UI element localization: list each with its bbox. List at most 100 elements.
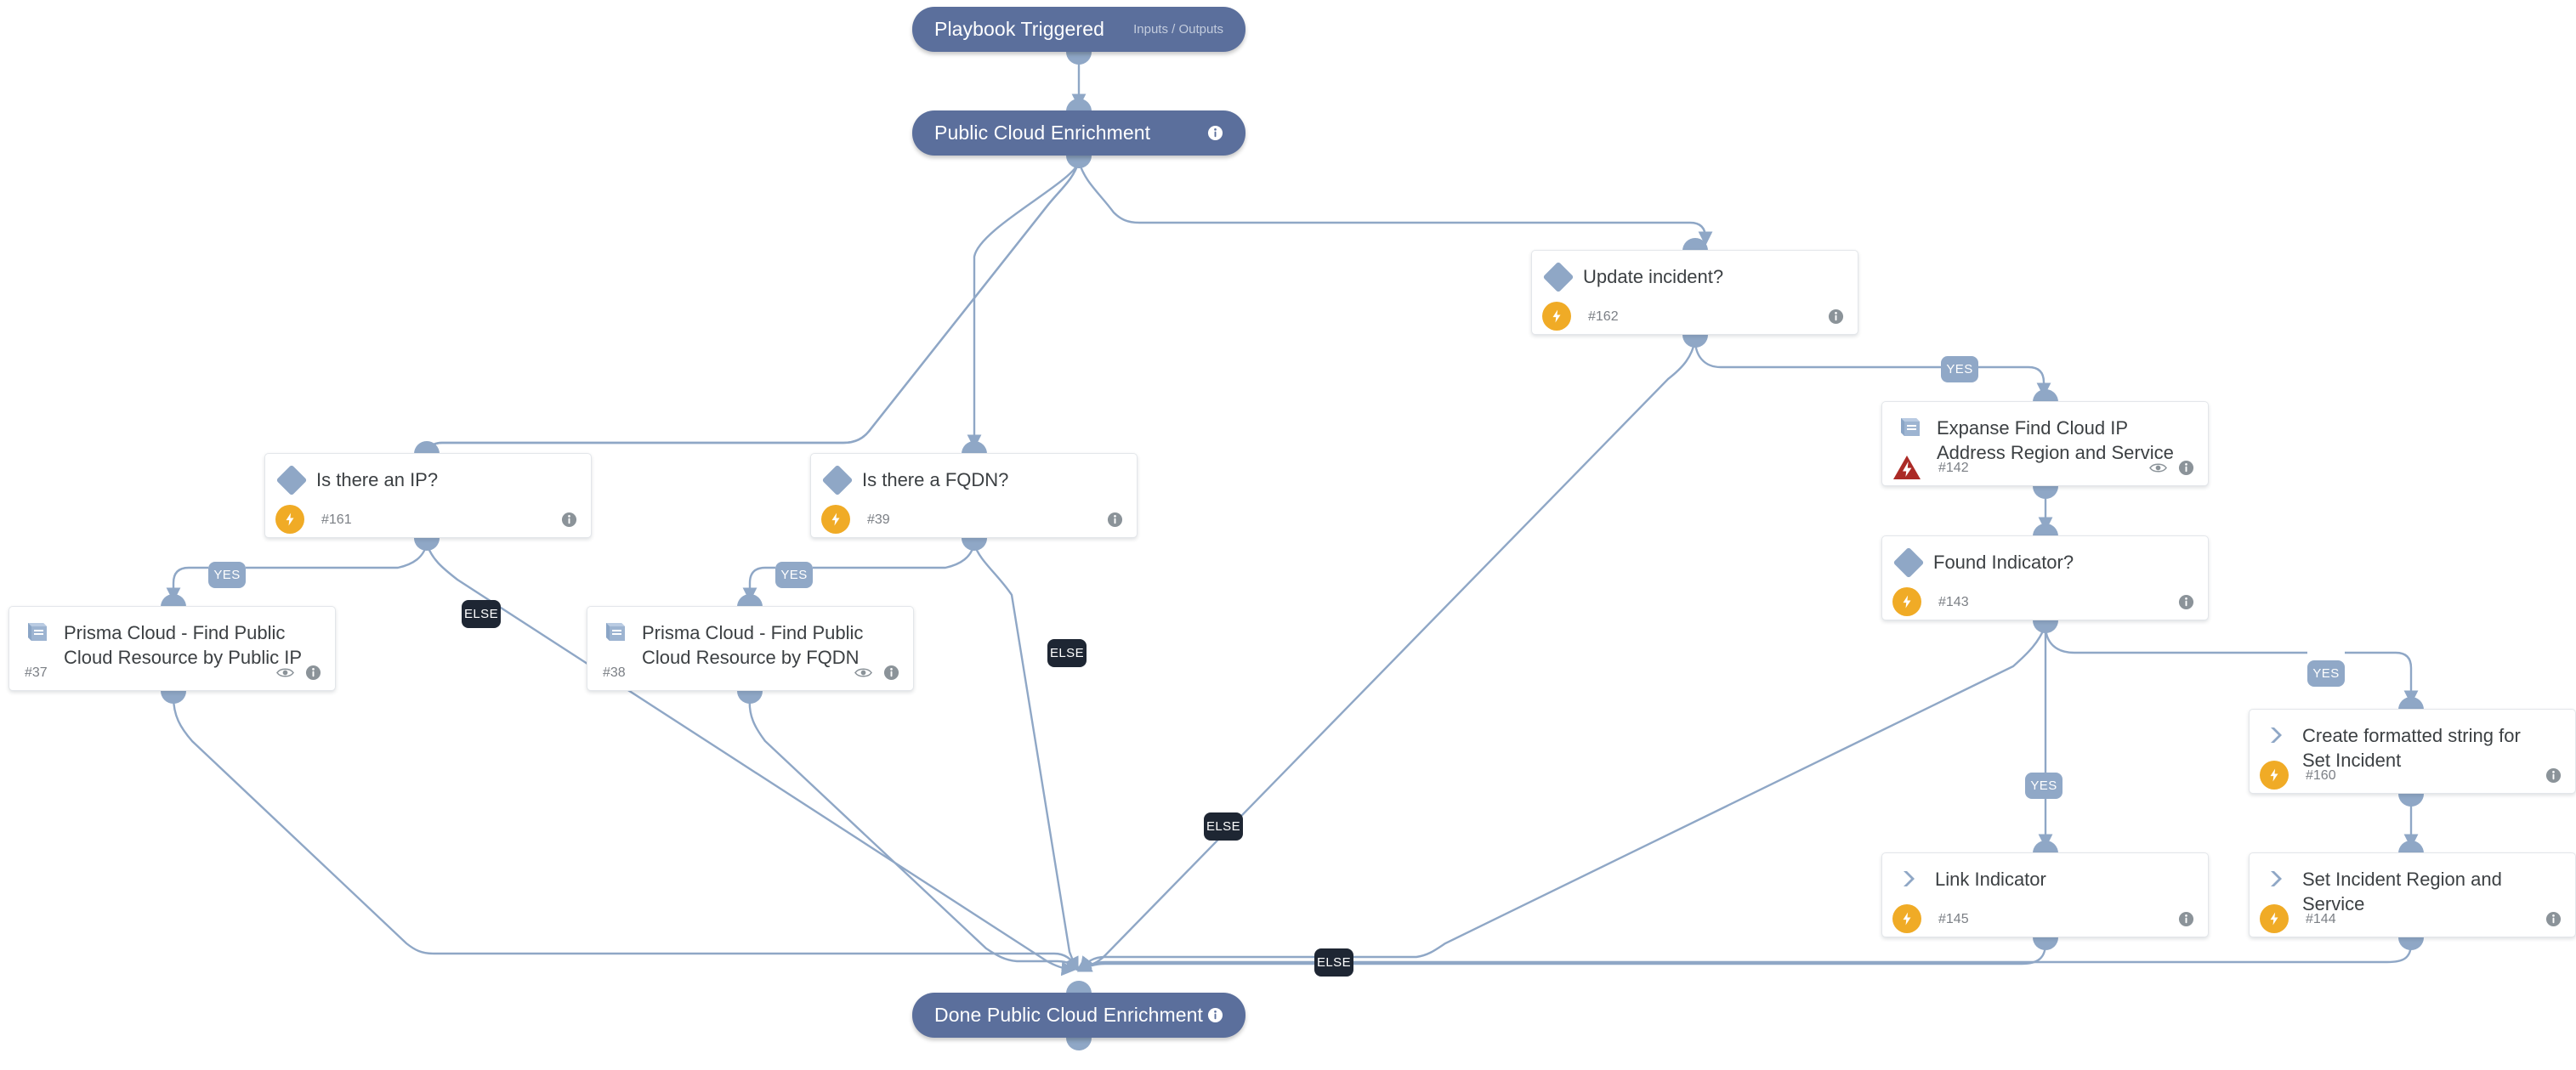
- connector-knob-out: [962, 538, 987, 551]
- card-head: Prisma Cloud - Find Public Cloud Resourc…: [25, 619, 320, 670]
- node-create-formatted-string[interactable]: Create formatted string for Set Incident…: [2249, 709, 2576, 794]
- edge-label-else-found-indicator[interactable]: ELSE: [1314, 948, 1353, 977]
- automation-bolt-icon: [1892, 904, 1921, 933]
- automation-bolt-warning-icon: [1892, 454, 1922, 482]
- node-title: Is there a FQDN?: [862, 469, 1009, 490]
- node-expanse-find-cloud-ip[interactable]: Expanse Find Cloud IP Address Region and…: [1881, 401, 2209, 486]
- node-title: Set Incident Region and Service: [2302, 869, 2502, 915]
- card-footer: #161: [281, 512, 577, 528]
- card-head: Found Indicator?: [1892, 546, 2193, 579]
- info-icon[interactable]: [883, 665, 899, 681]
- automation-bolt-icon: [2260, 761, 2289, 790]
- connector-knob-in: [1066, 99, 1092, 111]
- eye-icon[interactable]: [2149, 461, 2167, 474]
- condition-diamond-icon: [1892, 546, 1925, 579]
- card-footer: #37: [25, 665, 321, 681]
- inputs-outputs-label[interactable]: Inputs / Outputs: [1133, 22, 1223, 37]
- info-icon[interactable]: [1207, 125, 1223, 141]
- node-title: Prisma Cloud - Find Public Cloud Resourc…: [64, 622, 303, 669]
- info-icon[interactable]: [305, 665, 321, 681]
- chevron-right-icon: [2265, 723, 2289, 747]
- node-meta: Inputs / Outputs: [1133, 22, 1223, 37]
- card-body: Link Indicator #145: [1882, 853, 2208, 937]
- footer-icons: [276, 665, 321, 681]
- node-title: Expanse Find Cloud IP Address Region and…: [1937, 417, 2174, 464]
- edge-label-yes-is-there-a-fqdn[interactable]: YES: [775, 562, 813, 588]
- info-icon[interactable]: [1107, 512, 1123, 528]
- connector-knob-in: [414, 441, 440, 454]
- card-body: Update incident? #162: [1532, 251, 1858, 334]
- card-head: Is there a FQDN?: [821, 464, 1121, 496]
- card-body: Prisma Cloud - Find Public Cloud Resourc…: [587, 607, 913, 690]
- node-playbook-triggered[interactable]: Playbook Triggered Inputs / Outputs: [912, 7, 1245, 52]
- node-title: Link Indicator: [1935, 869, 2046, 890]
- automation-bolt-icon: [821, 505, 850, 534]
- info-icon[interactable]: [2178, 594, 2194, 610]
- node-title: Public Cloud Enrichment: [934, 122, 1151, 144]
- info-icon[interactable]: [2178, 911, 2194, 927]
- edge-label-yes-update-incident[interactable]: YES: [1941, 356, 1978, 382]
- condition-diamond-icon: [275, 464, 308, 496]
- connector-knob-in: [2398, 697, 2424, 710]
- edge-label-else-is-there-an-ip[interactable]: ELSE: [462, 600, 501, 628]
- node-is-there-a-fqdn[interactable]: Is there a FQDN? #39: [810, 453, 1138, 538]
- task-id: #145: [1938, 911, 1969, 926]
- footer-icons: [1828, 309, 1844, 325]
- node-found-indicator[interactable]: Found Indicator? #143: [1881, 535, 2209, 620]
- eye-icon[interactable]: [854, 666, 872, 679]
- connector-knob-in: [962, 441, 987, 454]
- playbook-book-icon: [603, 620, 628, 644]
- connector-knob-in: [2398, 841, 2424, 853]
- connector-knob-in: [2033, 524, 2058, 536]
- node-title: Is there an IP?: [316, 469, 439, 490]
- footer-icons: [2545, 911, 2562, 927]
- edge-label-yes-found-indicator-create-string[interactable]: YES: [2307, 660, 2345, 687]
- edge-label-yes-is-there-an-ip[interactable]: YES: [208, 562, 246, 588]
- info-icon[interactable]: [2545, 911, 2562, 927]
- node-meta: [1207, 125, 1223, 141]
- node-is-there-an-ip[interactable]: Is there an IP? #161: [264, 453, 592, 538]
- card-head: Set Incident Region and Service: [2265, 865, 2560, 916]
- card-footer: #162: [1547, 309, 1844, 325]
- task-id: #142: [1938, 460, 1969, 475]
- info-icon[interactable]: [1828, 309, 1844, 325]
- info-icon[interactable]: [561, 512, 577, 528]
- node-public-cloud-enrichment[interactable]: Public Cloud Enrichment: [912, 110, 1245, 156]
- node-update-incident[interactable]: Update incident? #162: [1531, 250, 1858, 335]
- card-footer: #38: [603, 665, 899, 681]
- node-set-incident-region-and-service[interactable]: Set Incident Region and Service #144: [2249, 852, 2576, 937]
- card-footer: #39: [826, 512, 1123, 528]
- node-title: Prisma Cloud - Find Public Cloud Resourc…: [642, 622, 864, 669]
- node-link-indicator[interactable]: Link Indicator #145: [1881, 852, 2209, 937]
- node-prisma-cloud-find-by-public-ip[interactable]: Prisma Cloud - Find Public Cloud Resourc…: [9, 606, 336, 691]
- connector-knob-in: [1682, 238, 1708, 251]
- chevron-right-icon: [2265, 867, 2289, 891]
- info-icon[interactable]: [1207, 1007, 1223, 1023]
- info-icon[interactable]: [2178, 460, 2194, 476]
- card-body: Is there a FQDN? #39: [811, 454, 1137, 537]
- edge-label-else-update-incident[interactable]: ELSE: [1204, 812, 1243, 841]
- card-body: Create formatted string for Set Incident…: [2250, 710, 2575, 793]
- automation-bolt-icon: [275, 505, 304, 534]
- connector-knob-in: [737, 594, 763, 607]
- task-id: #143: [1938, 594, 1969, 609]
- connector-knob-in: [161, 594, 186, 607]
- connector-knob-out: [2398, 794, 2424, 807]
- task-id: #161: [321, 512, 352, 527]
- playbook-book-icon: [1898, 416, 1923, 439]
- chevron-right-icon: [1898, 867, 1921, 891]
- connector-knob-out: [2033, 486, 2058, 499]
- automation-bolt-icon: [1542, 302, 1571, 331]
- task-id: #38: [603, 665, 626, 680]
- card-body: Found Indicator? #143: [1882, 536, 2208, 620]
- node-prisma-cloud-find-by-fqdn[interactable]: Prisma Cloud - Find Public Cloud Resourc…: [587, 606, 914, 691]
- footer-icons: [854, 665, 899, 681]
- edge-label-yes-found-indicator-link[interactable]: YES: [2025, 773, 2063, 799]
- info-icon[interactable]: [2545, 767, 2562, 784]
- eye-icon[interactable]: [276, 666, 294, 679]
- edge-label-else-is-there-a-fqdn[interactable]: ELSE: [1047, 639, 1087, 667]
- card-footer: #160: [2265, 767, 2562, 784]
- node-done-public-cloud-enrichment[interactable]: Done Public Cloud Enrichment: [912, 993, 1245, 1038]
- connector-knob-in: [2033, 841, 2058, 853]
